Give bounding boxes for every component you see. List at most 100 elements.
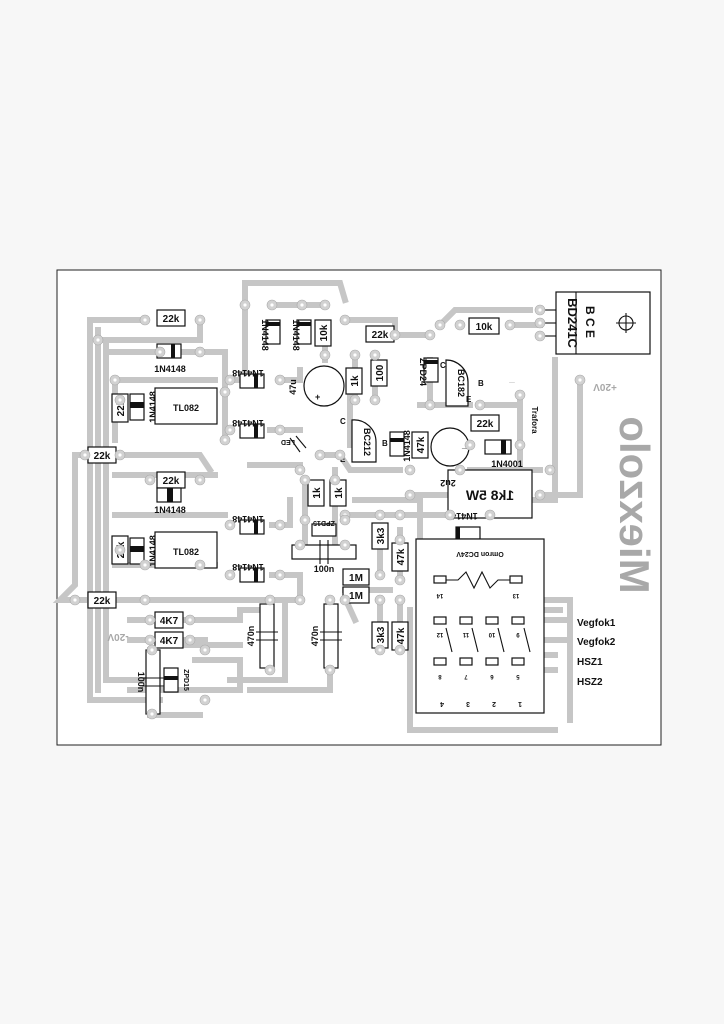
svg-text:22k: 22k [163, 476, 180, 487]
resistor-47k-a: 47k [391, 542, 409, 572]
pad-hole [428, 333, 432, 337]
pad-hole [303, 518, 307, 522]
svg-text:C: C [340, 417, 346, 426]
svg-text:4K7: 4K7 [160, 636, 179, 647]
pad-hole [458, 323, 462, 327]
pad-hole [278, 523, 282, 527]
svg-text:2u2: 2u2 [440, 478, 456, 488]
svg-text:100: 100 [375, 364, 386, 381]
svg-text:47k: 47k [416, 436, 427, 453]
pad-hole [378, 598, 382, 602]
pad-hole [223, 390, 227, 394]
pad-hole [298, 468, 302, 472]
svg-text:47k: 47k [396, 627, 407, 644]
pad-hole [323, 303, 327, 307]
pad-hole [578, 378, 582, 382]
svg-text:B: B [478, 379, 484, 388]
diodes: 1N4148 1N4148 1N4148 1N4148 1N4148 1N414… [129, 319, 523, 693]
pad-hole [468, 443, 472, 447]
svg-text:10k: 10k [476, 322, 493, 333]
pad-hole [303, 478, 307, 482]
svg-text:470n: 470n [246, 626, 256, 647]
resistor-22k-left-low: 22k [87, 591, 117, 609]
svg-text:BD241C: BD241C [565, 298, 580, 348]
svg-text:10k: 10k [319, 324, 330, 341]
svg-text:22k: 22k [477, 419, 494, 430]
pad-hole [198, 350, 202, 354]
capacitor-470n-a: 470n [246, 603, 278, 669]
resistor-22k-top: 22k [156, 309, 186, 327]
pad-hole [378, 573, 382, 577]
svg-text:C: C [440, 361, 446, 370]
svg-text:14: 14 [436, 592, 443, 598]
diode-1n4148-vertical-a: 1N4148 [260, 319, 281, 351]
svg-text:13: 13 [512, 592, 519, 598]
svg-text:22k: 22k [372, 330, 389, 341]
pad-hole [448, 513, 452, 517]
svg-text:100n: 100n [314, 564, 335, 574]
resistor-1k-a: 1k [307, 479, 325, 507]
output-label-hsz1: HSZ1 [577, 657, 603, 668]
pad-hole [538, 321, 542, 325]
svg-text:1N4148: 1N4148 [291, 319, 301, 351]
pad-hole [353, 398, 357, 402]
pad-hole [228, 573, 232, 577]
pad-hole [158, 350, 162, 354]
svg-text:3: 3 [466, 700, 470, 707]
pad-hole [148, 618, 152, 622]
pad-hole [398, 538, 402, 542]
svg-text:1N4148: 1N4148 [446, 511, 478, 521]
pad-hole [373, 353, 377, 357]
svg-text:TL082: TL082 [173, 403, 199, 413]
zener-zpd15-top: ZPD15 [311, 519, 337, 537]
svg-text:1N4148: 1N4148 [232, 562, 264, 572]
svg-text:5: 5 [516, 673, 520, 679]
pad-hole [398, 598, 402, 602]
svg-text:ZPD15: ZPD15 [182, 669, 189, 691]
svg-text:1N4148: 1N4148 [260, 319, 270, 351]
pad-hole [228, 378, 232, 382]
pad-hole [398, 513, 402, 517]
svg-text:B: B [382, 439, 388, 448]
pad-hole [328, 598, 332, 602]
output-label-vegfok2: Vegfok2 [577, 637, 616, 648]
pad-hole [428, 403, 432, 407]
svg-text:1k8 5W: 1k8 5W [465, 487, 514, 503]
pad-hole [150, 712, 154, 716]
mirrored-board-name: Miexzolo [611, 416, 658, 593]
svg-text:1N4148: 1N4148 [154, 505, 186, 515]
diode-1n4148-right-vertical: 1N4148 [389, 430, 412, 462]
pad-hole [378, 513, 382, 517]
svg-text:_: _ [461, 440, 468, 450]
svg-text:8: 8 [438, 673, 442, 679]
resistor-1m-a: 1M [342, 568, 370, 586]
transistor-bc182: BC182 B E [445, 359, 484, 407]
pad-hole [353, 353, 357, 357]
capacitor-47u: + 47u [288, 365, 345, 407]
svg-text:+: + [315, 392, 320, 402]
svg-text:1: 1 [518, 700, 522, 707]
svg-text:ZPD15: ZPD15 [313, 519, 335, 526]
trafo-label: Trafora [530, 406, 539, 434]
svg-text:47k: 47k [396, 548, 407, 565]
pad-hole [203, 648, 207, 652]
pad-hole [488, 513, 492, 517]
pad-hole [83, 453, 87, 457]
resistor-22k-mid: 22k [156, 471, 186, 489]
pad-hole [228, 523, 232, 527]
pad-hole [408, 493, 412, 497]
pad-hole [73, 598, 77, 602]
pad-hole [378, 648, 382, 652]
svg-text:4K7: 4K7 [160, 616, 179, 627]
svg-text:ZPD24: ZPD24 [418, 358, 428, 386]
pad-hole [398, 578, 402, 582]
svg-text:11: 11 [462, 631, 469, 637]
transistor-bc212: BC212 C B E [340, 417, 388, 464]
svg-text:22k: 22k [94, 596, 111, 607]
pad-hole [268, 668, 272, 672]
pad-hole [150, 648, 154, 652]
svg-text:7: 7 [464, 673, 468, 679]
pad-hole [478, 403, 482, 407]
output-label-vegfok1: Vegfok1 [577, 618, 616, 629]
ic-tl082-upper: TL082 [154, 387, 218, 425]
